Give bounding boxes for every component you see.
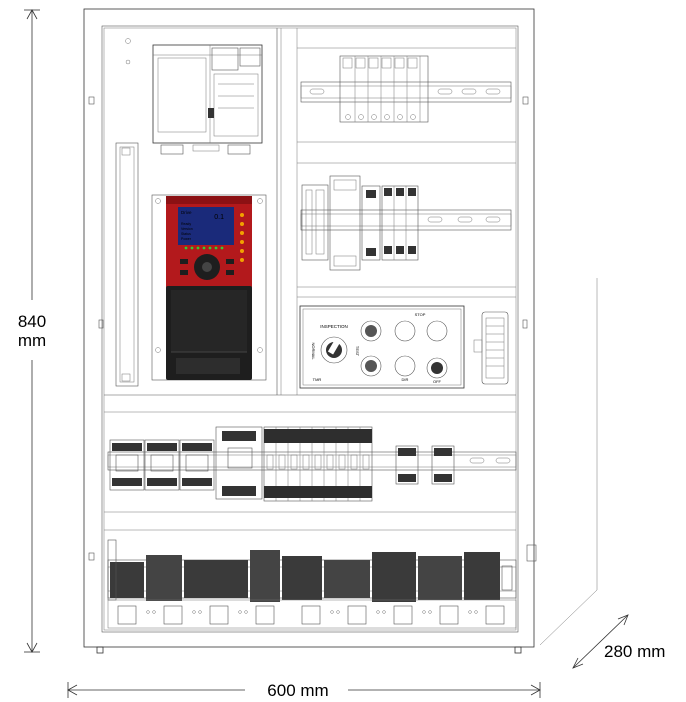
power-supply-row bbox=[300, 175, 512, 271]
pilot-light-2 bbox=[426, 320, 448, 342]
depth-label: 280 mm bbox=[604, 642, 665, 661]
vertical-wire-duct bbox=[115, 38, 139, 387]
drive-screen-line-4: Power bbox=[181, 237, 192, 241]
pilot-light-1 bbox=[394, 320, 416, 342]
height-value: 840 bbox=[18, 312, 46, 331]
panel-label-off: OFF bbox=[433, 379, 442, 384]
controller-module bbox=[152, 44, 263, 155]
panel-label-stop: STOP bbox=[415, 312, 426, 317]
enclosure bbox=[83, 8, 537, 654]
drive-screen-value: 0.1 bbox=[214, 214, 224, 221]
width-dimension: 600 mm bbox=[67, 681, 541, 700]
drive-unit: Drive 0.1 Ready Version Status Power bbox=[151, 194, 267, 381]
height-dimension: 840 mm bbox=[18, 9, 46, 653]
panel-label-normal: NORMAL bbox=[311, 342, 316, 360]
inspection-key-switch bbox=[320, 336, 348, 364]
terminal-strip bbox=[107, 539, 517, 629]
drive-screen-line-1: Ready bbox=[181, 222, 191, 226]
pilot-light-3 bbox=[394, 355, 416, 377]
push-button-1 bbox=[360, 320, 382, 342]
fuse-holders bbox=[300, 55, 512, 123]
height-unit: mm bbox=[18, 331, 46, 350]
selector-switch bbox=[426, 357, 448, 379]
panel-label-test: TEST bbox=[355, 346, 360, 357]
push-button-2 bbox=[360, 355, 382, 377]
drive-screen-line-2: Version bbox=[181, 227, 193, 231]
depth-dimension: 280 mm bbox=[539, 278, 665, 669]
panel-label-tmr: TMR bbox=[313, 377, 322, 382]
width-label: 600 mm bbox=[267, 681, 328, 700]
push-button-panel: INSPECTION NORMAL TEST STOP TMR DIR OFF bbox=[299, 305, 509, 389]
panel-label-inspection: INSPECTION bbox=[320, 324, 348, 329]
drive-screen-line-3: Status bbox=[181, 232, 191, 236]
panel-label-dir: DIR bbox=[402, 377, 409, 382]
drive-screen bbox=[178, 207, 234, 245]
drive-screen-title: Drive bbox=[181, 210, 192, 215]
relay-row bbox=[107, 426, 517, 502]
